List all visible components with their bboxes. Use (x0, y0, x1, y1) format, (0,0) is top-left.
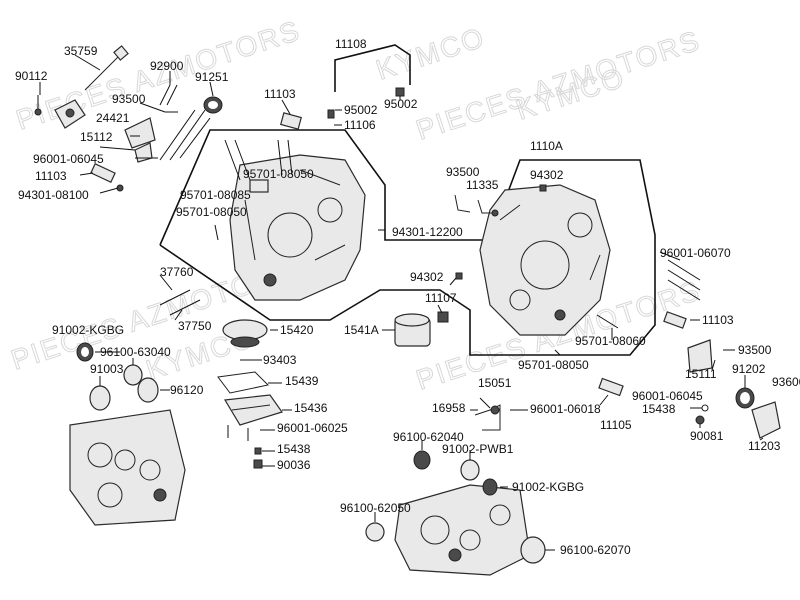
part-label[interactable]: 11203 (748, 439, 781, 453)
part-label[interactable]: 11103 (702, 313, 734, 327)
part-label[interactable]: 95002 (384, 97, 418, 111)
part-label[interactable]: 93500 (446, 165, 480, 179)
part-label[interactable]: 93403 (263, 353, 297, 367)
part-label[interactable]: 37750 (178, 319, 212, 333)
part-label[interactable]: 15439 (285, 374, 319, 388)
left-crankcase-half (229, 154, 366, 301)
part-label[interactable]: 16958 (432, 401, 466, 415)
part-label[interactable]: 95701-08050 (176, 205, 247, 219)
part-label[interactable]: 11103 (264, 87, 296, 101)
part-label[interactable]: 95701-08050 (518, 358, 589, 372)
hardware-parts (34, 45, 781, 469)
part-label[interactable]: 94301-12200 (392, 225, 463, 239)
part-label[interactable]: 11105 (600, 418, 632, 432)
part-label[interactable]: 93500 (738, 343, 772, 357)
part-label[interactable]: 94301-08100 (18, 188, 89, 202)
part-label[interactable]: 24421 (96, 111, 130, 125)
part-label[interactable]: 93600 (772, 375, 800, 389)
part-label[interactable]: 96100-63040 (100, 345, 171, 359)
part-label[interactable]: 1110A (530, 139, 563, 153)
part-label[interactable]: 95002 (344, 103, 378, 117)
oil-pan-15436 (224, 394, 283, 426)
leader-lines (39, 54, 764, 551)
part-label[interactable]: 11107 (425, 291, 457, 305)
watermark-text: KYMCO (372, 21, 489, 85)
part-label[interactable]: 11103 (35, 169, 67, 183)
part-label[interactable]: 91002-KGBG (512, 480, 584, 494)
part-label[interactable]: 15051 (478, 376, 512, 390)
watermark-text: PIECES AZMOTORS (12, 14, 304, 135)
part-label[interactable]: 96001-06018 (530, 402, 601, 416)
gearbox-assembly-center (365, 450, 546, 576)
part-label[interactable]: 91002-PWB1 (442, 442, 514, 456)
part-label[interactable]: 90112 (15, 69, 48, 83)
gearbox-assembly-left (69, 342, 186, 526)
part-label[interactable]: 96100-62050 (340, 501, 411, 515)
part-label[interactable]: 15438 (277, 442, 311, 456)
part-label[interactable]: 96001-06025 (277, 421, 348, 435)
part-label[interactable]: 96100-62040 (393, 430, 464, 444)
part-label[interactable]: 96100-62070 (560, 543, 631, 557)
part-label[interactable]: 15112 (80, 130, 113, 144)
part-label[interactable]: 91003 (90, 362, 124, 376)
part-label[interactable]: 93500 (112, 92, 146, 106)
right-crankcase-half (479, 184, 611, 336)
part-label[interactable]: 37760 (160, 265, 194, 279)
part-label[interactable]: 96001-06045 (33, 152, 104, 166)
part-label[interactable]: 94302 (410, 270, 444, 284)
part-label[interactable]: 95701-08060 (575, 334, 646, 348)
part-label[interactable]: 1541A (344, 323, 379, 337)
pipe-assembly (334, 44, 411, 92)
assembly-frames (159, 44, 656, 356)
part-label[interactable]: 95701-08050 (243, 167, 314, 181)
part-label[interactable]: 92900 (150, 59, 184, 73)
crankcase-frame (159, 129, 656, 356)
part-label[interactable]: 15438 (642, 402, 676, 416)
part-label[interactable]: 15436 (294, 401, 328, 415)
part-label[interactable]: 95701-08085 (180, 188, 251, 202)
part-labels: 35759 90112 92900 91251 93500 24421 1511… (15, 37, 800, 557)
part-label[interactable]: 90036 (277, 458, 311, 472)
part-label[interactable]: 91202 (732, 362, 766, 376)
oil-filter-1541A (394, 313, 431, 347)
part-label[interactable]: 94302 (530, 168, 564, 182)
part-label[interactable]: 11108 (335, 37, 367, 51)
part-label[interactable]: 96120 (170, 383, 204, 397)
part-label[interactable]: 96001-06045 (632, 389, 703, 403)
part-label[interactable]: 11106 (344, 118, 376, 132)
part-label[interactable]: 11335 (466, 178, 499, 192)
bolt-set-96001-06045 (159, 109, 211, 161)
part-label[interactable]: 35759 (64, 44, 98, 58)
part-label[interactable]: 15420 (280, 323, 314, 337)
part-label[interactable]: 91002-KGBG (52, 323, 124, 337)
part-label[interactable]: 96001-06070 (660, 246, 731, 260)
part-label[interactable]: 15111 (685, 367, 717, 381)
part-label[interactable]: 91251 (195, 70, 229, 84)
part-label[interactable]: 90081 (690, 429, 724, 443)
